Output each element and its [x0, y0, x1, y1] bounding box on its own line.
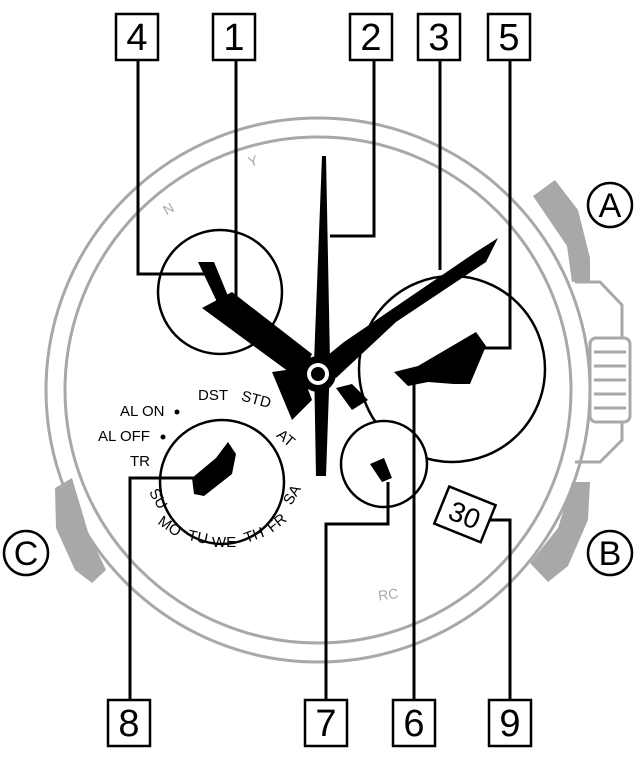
callout-6: 6: [391, 698, 437, 748]
label-al-off: AL OFF: [98, 428, 150, 445]
button-a-letter: A: [599, 187, 622, 225]
label-dst: DST: [198, 387, 228, 404]
day-we: WE: [212, 534, 236, 551]
second-hand: [314, 156, 330, 476]
button-b-marker: [586, 529, 634, 577]
callout-4: 4: [114, 12, 160, 62]
svg-text:1: 1: [223, 17, 244, 59]
svg-text:5: 5: [498, 17, 519, 59]
callout-7: 7: [303, 698, 349, 748]
day-tu: TU: [186, 527, 209, 548]
leader-9: [490, 518, 512, 700]
hand-subdial-small: [370, 458, 392, 482]
svg-text:7: 7: [315, 703, 336, 745]
callout-5: 5: [486, 12, 532, 62]
pusher-a[interactable]: [533, 180, 590, 282]
svg-text:9: 9: [499, 703, 520, 745]
label-al-on: AL ON: [120, 403, 164, 420]
center-pinion-cap: [311, 367, 325, 381]
bezel-mark-y: Y: [246, 151, 260, 169]
mode-subdial: [158, 418, 286, 546]
minute-hand: [322, 238, 498, 378]
day-th: TH: [242, 524, 267, 547]
bezel-mark-rc: RC: [377, 585, 399, 604]
label-at: AT: [273, 426, 298, 451]
minute-hand-tail: [336, 384, 368, 410]
callout-1: 1: [211, 12, 257, 62]
pusher-b[interactable]: [530, 482, 590, 582]
leader-4: [136, 60, 206, 276]
svg-text:6: 6: [403, 703, 424, 745]
bezel-mark-n: N: [160, 199, 177, 218]
dot-al-on: [174, 409, 180, 415]
svg-text:3: 3: [428, 17, 449, 59]
callout-3: 3: [416, 12, 462, 62]
hand-subdial-right: [394, 332, 486, 386]
label-tr: TR: [130, 453, 150, 470]
callout-8: 8: [106, 698, 152, 748]
button-a-marker: [586, 181, 634, 229]
leader-2: [330, 60, 376, 238]
dial-ring: [63, 135, 573, 645]
button-c-letter: C: [14, 535, 39, 573]
hand-mode-subdial: [192, 442, 236, 496]
leader-7: [324, 482, 390, 700]
svg-text:2: 2: [360, 17, 381, 59]
crown: [588, 336, 632, 424]
svg-text:8: 8: [118, 703, 139, 745]
callout-2: 2: [348, 12, 394, 62]
svg-text:4: 4: [126, 17, 147, 59]
button-b-letter: B: [599, 535, 622, 573]
hour-hand: [202, 292, 312, 380]
callout-9: 9: [487, 698, 533, 748]
date-window: 30: [432, 484, 498, 544]
button-c-marker: [2, 529, 50, 577]
label-std: STD: [239, 388, 273, 412]
dot-al-off: [160, 434, 166, 440]
leader-8: [128, 476, 200, 700]
pusher-c[interactable]: [55, 478, 106, 583]
leader-5: [480, 60, 512, 350]
